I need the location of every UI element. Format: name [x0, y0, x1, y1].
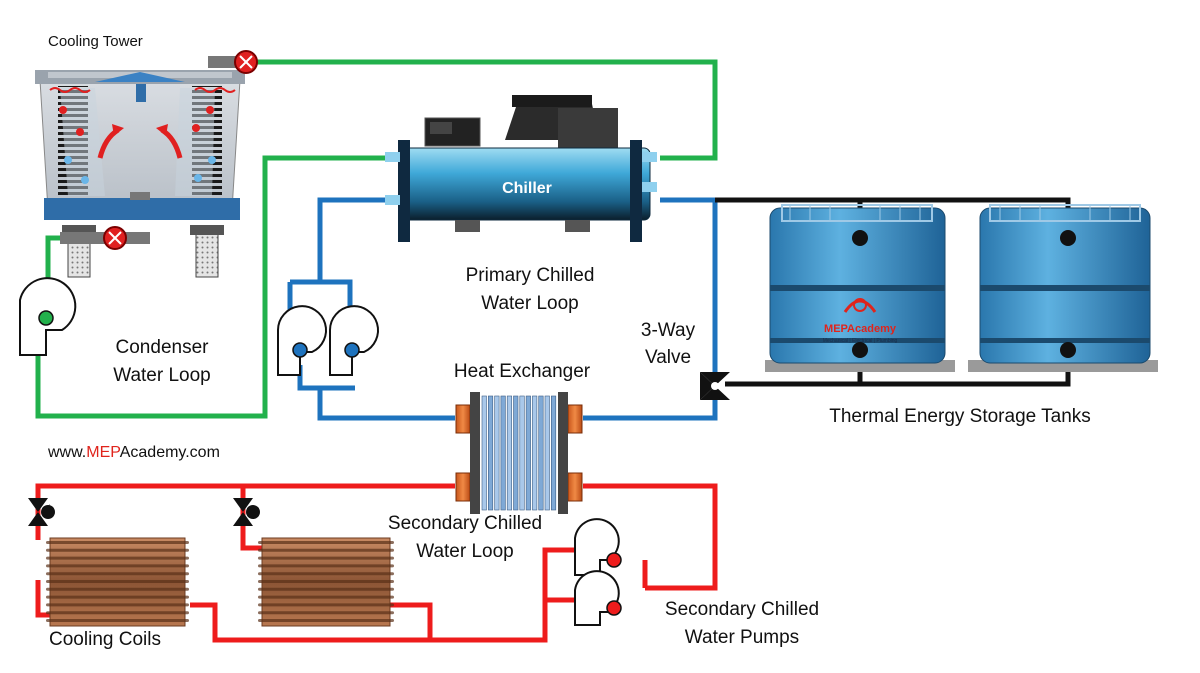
coil-tube	[258, 587, 394, 591]
tower-outlet-valve	[208, 50, 258, 74]
coil-tube	[46, 541, 189, 544]
coil-valve-1	[28, 498, 55, 526]
condenser-pump	[19, 277, 77, 356]
heat-exchanger-plate	[525, 395, 531, 511]
heat-exchanger-plate	[487, 395, 494, 511]
chiller	[385, 95, 657, 242]
tower-inlet-valve	[60, 226, 150, 250]
coil-tube	[46, 580, 189, 583]
cooling-coil-1	[46, 537, 189, 627]
coil-tube	[258, 564, 394, 568]
label-condenser-line1: Condenser	[116, 337, 210, 358]
label-primary-line1: Primary Chilled	[466, 265, 595, 286]
heat-exchanger-plate	[513, 395, 519, 511]
heat-exchanger-plate	[538, 395, 544, 511]
label-chiller: Chiller	[502, 180, 552, 197]
label-cooling-coils: Cooling Coils	[49, 629, 161, 650]
secondary-pump-2	[574, 570, 622, 626]
coil-tube	[46, 611, 189, 615]
thermal-storage-tank-1	[765, 204, 955, 372]
coil-tube	[46, 619, 189, 622]
label-secondary-pumps-line2: Water Pumps	[685, 627, 799, 648]
label-thermal-storage: Thermal Energy Storage Tanks	[829, 406, 1091, 427]
coil-tube	[258, 572, 394, 576]
coil-tube	[258, 541, 394, 544]
label-three-way-line1: 3-Way	[641, 320, 696, 341]
label-cooling-tower: Cooling Tower	[48, 33, 143, 50]
heat-exchanger-plate	[494, 395, 500, 511]
coil-tube	[258, 619, 394, 622]
heat-exchanger-plate	[506, 395, 513, 511]
coil-tube	[46, 587, 189, 591]
coil-tube	[258, 548, 394, 552]
coil-tube	[258, 595, 394, 599]
coil-tube	[46, 572, 189, 576]
secondary-pump-1	[574, 518, 622, 576]
coil-valve-2	[233, 498, 260, 526]
coil-tube	[46, 595, 189, 599]
coil-tube	[258, 603, 394, 607]
coil-tube	[46, 564, 189, 568]
heat-exchanger	[455, 392, 583, 514]
coil-tube	[258, 611, 394, 615]
coil-tube	[46, 556, 189, 560]
heat-exchanger-plate	[519, 395, 525, 511]
heat-exchanger-plate	[550, 395, 557, 511]
thermal-storage-tank-2	[968, 204, 1158, 372]
cooling-tower	[35, 70, 245, 278]
coil-tube	[258, 556, 394, 560]
label-primary-line2: Water Loop	[481, 293, 579, 314]
primary-pump-2	[329, 305, 379, 376]
label-secondary-loop-line2: Water Loop	[416, 541, 514, 562]
coil-tube	[46, 603, 189, 607]
coil-tube	[46, 548, 189, 552]
label-secondary-loop-line1: Secondary Chilled	[388, 513, 542, 534]
logo-name: MEPAcademy	[824, 323, 897, 335]
primary-pump-1	[277, 305, 327, 376]
website-link[interactable]: www.MEPAcademy.com	[47, 444, 220, 461]
heat-exchanger-plate	[532, 395, 538, 511]
heat-exchanger-plate	[500, 395, 506, 511]
heat-exchanger-plate	[481, 395, 487, 511]
coil-tube	[258, 580, 394, 583]
logo-tagline: Mechanical | Electrical | Plumbing	[823, 338, 898, 344]
cooling-coil-2	[258, 537, 394, 627]
label-condenser-line2: Water Loop	[113, 365, 211, 386]
heat-exchanger-plate	[544, 395, 550, 511]
label-heat-exchanger: Heat Exchanger	[454, 361, 591, 382]
mep-academy-logo: MEPAcademy Mechanical | Electrical | Plu…	[823, 298, 898, 344]
label-secondary-pumps-line1: Secondary Chilled	[665, 599, 819, 620]
label-three-way-line2: Valve	[645, 347, 691, 368]
three-way-valve	[700, 372, 730, 400]
